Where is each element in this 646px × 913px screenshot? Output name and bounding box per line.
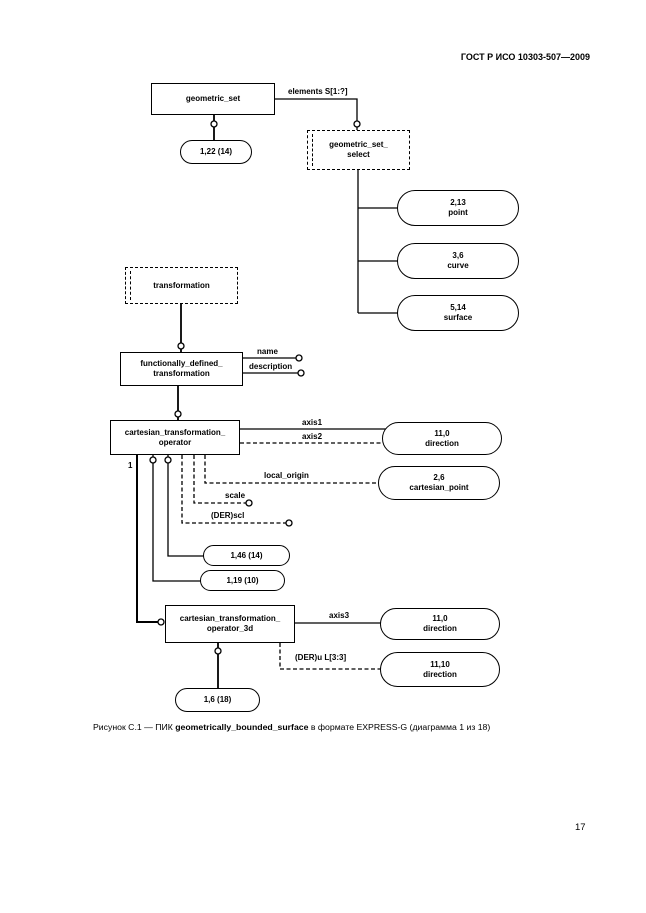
edge-label-elements: elements S[1:?] xyxy=(288,87,348,96)
page-number: 17 xyxy=(575,822,586,833)
entity-box-functionally-defined-transformation: functionally_defined_ transformation xyxy=(120,352,243,386)
edge-der-u-line xyxy=(279,643,390,670)
edge-der-scl-line xyxy=(181,455,293,527)
page-ref-1-6: 1,6 (18) xyxy=(175,688,260,712)
edge-subtype-1-line xyxy=(136,455,165,626)
figure-caption-suffix: в формате EXPRESS-G (диаграмма 1 из 18) xyxy=(308,722,491,732)
edge-label-scale: scale xyxy=(225,491,246,500)
figure-caption-prefix: Рисунок С.1 — ПИК xyxy=(93,722,176,732)
edge-transformation-subtype-line xyxy=(177,304,185,354)
edge-description-line xyxy=(243,369,305,377)
select-tree-lines xyxy=(357,170,400,314)
edge-label-one: 1 xyxy=(128,461,133,470)
edge-func-operator-subtype-line xyxy=(174,386,182,422)
edge-operator3d-pageref-line xyxy=(214,643,222,690)
edge-name-line xyxy=(243,354,303,362)
edge-label-der-scl: (DER)scl xyxy=(211,511,245,520)
edge-pageref-1-46-line xyxy=(164,455,205,557)
edge-scale-line xyxy=(193,455,253,507)
page-ref-direction-axis12: 11,0 direction xyxy=(382,422,502,455)
select-box-label: transformation xyxy=(153,280,210,290)
page-ref-cartesian-point: 2,6 cartesian_point xyxy=(378,466,500,500)
edge-label-local-origin: local_origin xyxy=(264,471,309,480)
entity-box-cartesian-transformation-operator-3d: cartesian_transformation_ operator_3d xyxy=(165,605,295,643)
edge-label-axis1: axis1 xyxy=(302,418,323,427)
page-ref-surface: 5,14 surface xyxy=(397,295,519,331)
standard-number: ГОСТ Р ИСО 10303-507—2009 xyxy=(460,52,590,62)
entity-box-geometric-set: geometric_set xyxy=(151,83,275,115)
edge-elements-line xyxy=(275,98,361,131)
edge-local-origin-line xyxy=(204,455,382,484)
figure-caption-entity-name: geometrically_bounded_surface xyxy=(175,722,309,732)
figure-caption: Рисунок С.1 — ПИК geometrically_bounded_… xyxy=(93,722,490,732)
page-ref-point: 2,13 point xyxy=(397,190,519,226)
edge-geometricset-pageref-line xyxy=(210,115,218,142)
page-ref-1-46: 1,46 (14) xyxy=(203,545,290,566)
edge-label-der-u: (DER)u L[3:3] xyxy=(295,653,347,662)
page-ref-direction-axis3: 11,0 direction xyxy=(380,608,500,640)
edge-label-axis3: axis3 xyxy=(329,611,350,620)
entity-box-cartesian-transformation-operator: cartesian_transformation_ operator xyxy=(110,420,240,455)
page-ref-direction-u: 11,10 direction xyxy=(380,652,500,687)
select-box-geometric-set-select: geometric_set_ select xyxy=(307,130,410,170)
select-box-label: geometric_set_ select xyxy=(329,140,388,159)
select-box-transformation: transformation xyxy=(125,267,238,304)
select-type-mark xyxy=(312,134,313,166)
page-ref-curve: 3,6 curve xyxy=(397,243,519,279)
edge-label-name: name xyxy=(257,347,278,356)
edge-label-description: description xyxy=(249,362,293,371)
select-type-mark xyxy=(130,271,131,300)
page-ref-1-22: 1,22 (14) xyxy=(180,140,252,164)
page-ref-1-19: 1,19 (10) xyxy=(200,570,285,591)
edge-pageref-1-19-line xyxy=(149,455,202,582)
edge-label-axis2: axis2 xyxy=(302,432,323,441)
